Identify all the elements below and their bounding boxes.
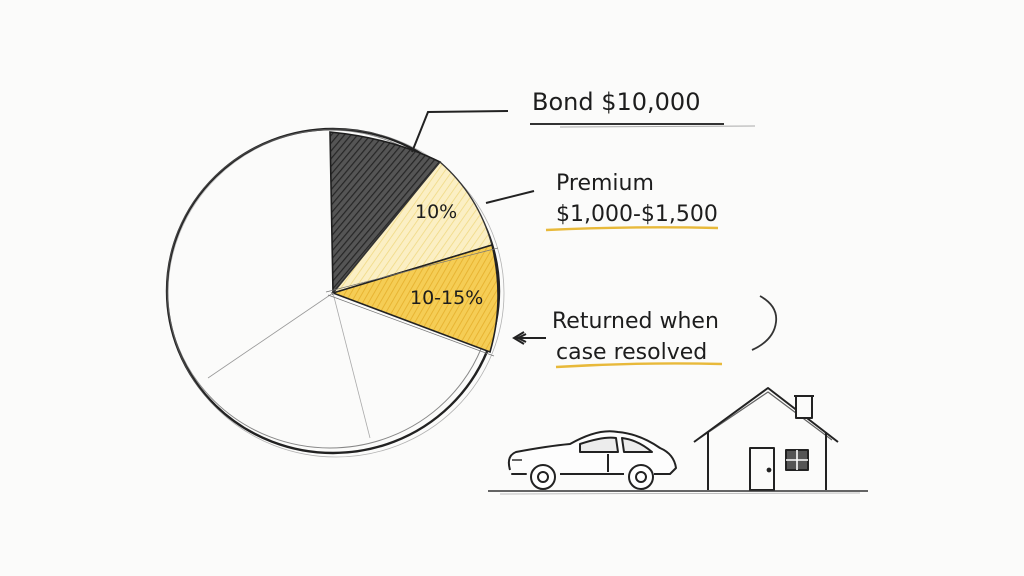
pie-outline-sketch-2 — [167, 128, 505, 458]
bond-callout: Bond $10,000 — [411, 88, 756, 153]
premium-label-line2: $1,000-$1,500 — [556, 202, 718, 227]
returned-label-line1: Returned when — [552, 309, 719, 334]
slice-label-range: 10-15% — [410, 287, 483, 309]
pie-slice-range — [330, 243, 499, 354]
sketch-line — [207, 292, 334, 379]
sketch-line — [332, 292, 371, 439]
slice-label-premium: 10% — [415, 201, 457, 223]
car-icon — [507, 430, 677, 490]
bond-leader-line — [411, 110, 509, 153]
bond-label: Bond $10,000 — [532, 88, 700, 116]
bond-underline-sketch — [559, 125, 756, 128]
sketch-line — [325, 247, 499, 293]
pie-slice-bond — [329, 131, 442, 296]
premium-callout: Premium $1,000-$1,500 — [485, 171, 719, 232]
sketch-line — [327, 294, 495, 357]
house-icon — [693, 387, 839, 491]
premium-label-line1: Premium — [556, 171, 654, 196]
returned-label-line2: case resolved — [556, 340, 707, 365]
returned-callout: Returned when case resolved — [512, 295, 778, 369]
premium-underline — [545, 226, 719, 232]
returned-arrow — [512, 331, 546, 345]
pie-chart: 10% 10-15% — [165, 127, 505, 458]
premium-leader-line — [485, 190, 535, 204]
returned-underline — [555, 362, 723, 369]
returned-bracket — [751, 295, 778, 351]
ground-line-sketch — [499, 492, 861, 495]
pie-slice-premium — [331, 160, 493, 295]
